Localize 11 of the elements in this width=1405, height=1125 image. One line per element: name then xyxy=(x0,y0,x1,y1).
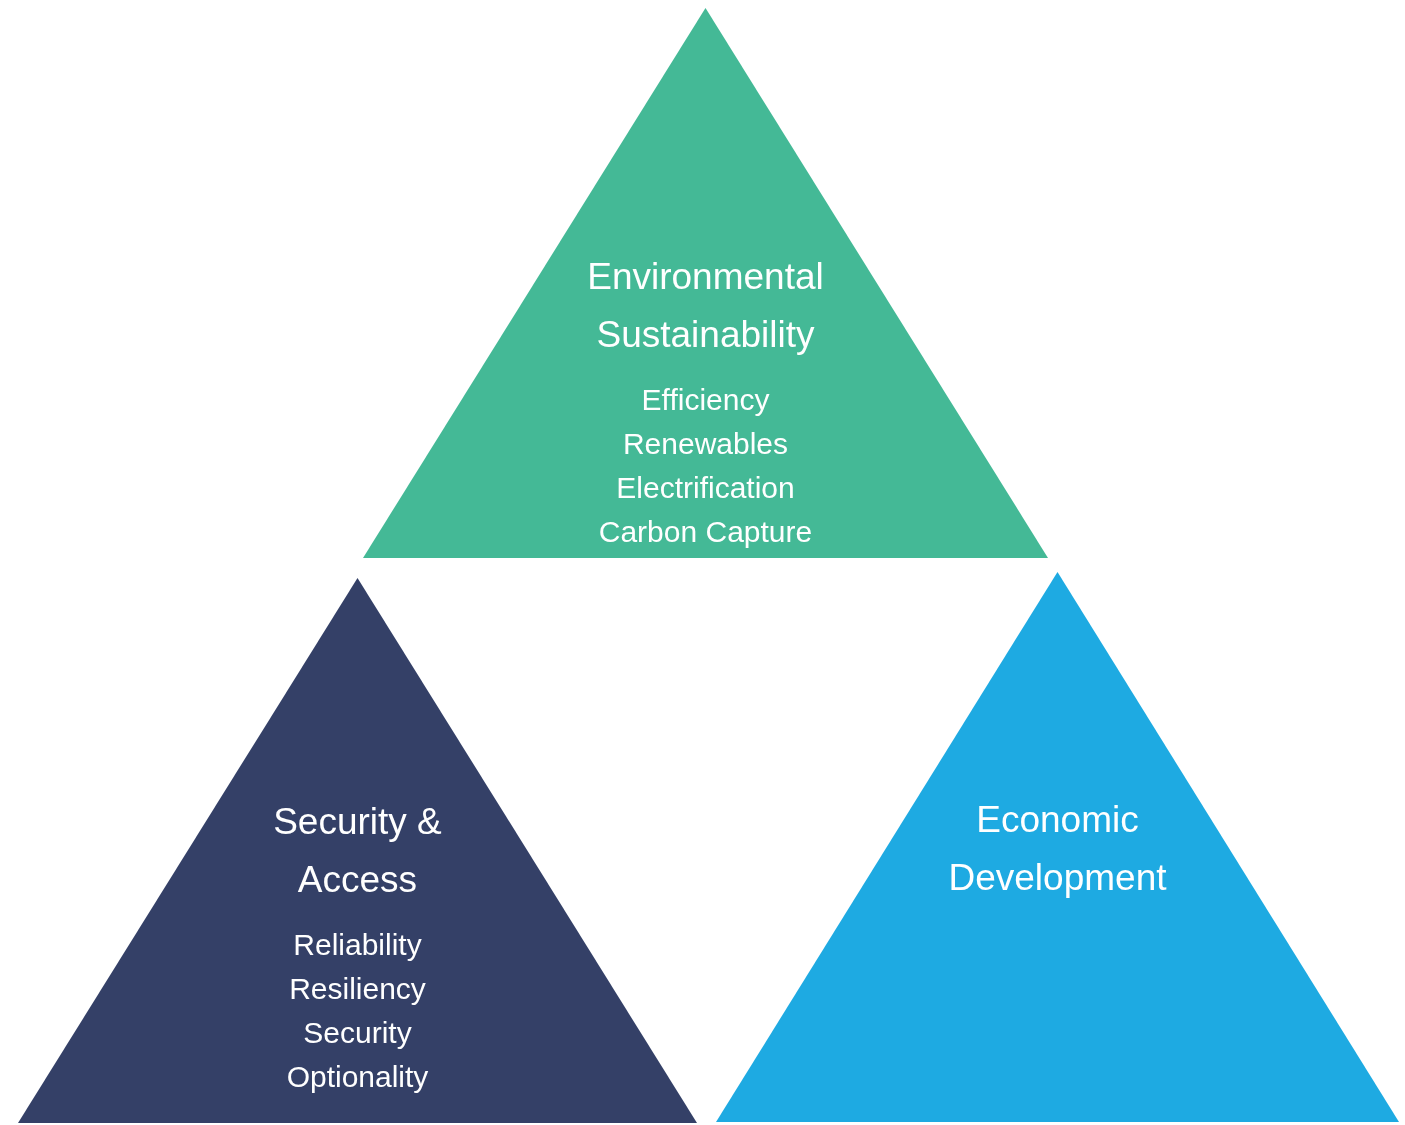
triangle-heading: Environmental Sustainability xyxy=(586,255,825,357)
list-item: Optionality xyxy=(286,1059,429,1095)
list-item: Carbon Capture xyxy=(598,514,813,550)
list-item: Security xyxy=(303,1015,412,1051)
triangle-heading: Security & Access xyxy=(272,800,443,902)
triangle-heading: Economic Development xyxy=(947,798,1168,900)
list-item: Renewables xyxy=(622,426,789,462)
list-item: Efficiency xyxy=(641,382,770,418)
list-item: Reliability xyxy=(293,927,422,963)
list-item: Resiliency xyxy=(289,971,426,1007)
list-item: Electrification xyxy=(616,470,795,506)
